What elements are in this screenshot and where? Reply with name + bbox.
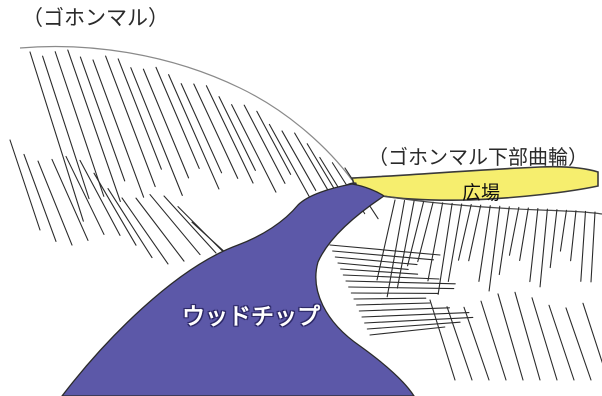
hachure-stroke <box>480 300 507 381</box>
hachure-stroke <box>366 321 461 330</box>
hachure-stroke <box>342 274 440 280</box>
hachure-stroke <box>337 262 409 270</box>
hachure-stroke <box>79 56 126 182</box>
hachure-stroke <box>407 201 425 267</box>
hachure-stroke <box>281 130 317 191</box>
hachure-stroke <box>497 293 524 381</box>
upper-ridge-line <box>19 45 353 181</box>
hachure-stroke <box>340 268 419 275</box>
hachure-stroke <box>447 203 463 282</box>
hachure-stroke <box>155 66 200 169</box>
hachure-stroke <box>570 210 577 262</box>
gohonmaru-label: （ゴホンマル） <box>22 6 169 30</box>
hachure-stroke <box>231 104 277 193</box>
hachure-stroke <box>218 96 256 171</box>
hachure-stroke <box>121 197 169 265</box>
hachure-stroke <box>9 139 41 231</box>
hachure-stroke <box>369 326 446 336</box>
hachure-stroke <box>329 244 441 256</box>
hachure-stroke <box>105 55 156 188</box>
hachure-stroke <box>417 201 434 263</box>
hachure-stroke <box>67 49 121 202</box>
hachure-stroke <box>29 51 84 222</box>
hachure-stroke <box>353 297 427 300</box>
hachure-stroke <box>149 194 201 256</box>
hachure-stroke <box>65 155 105 235</box>
hachure-stroke <box>79 159 121 236</box>
hachure-stroke <box>582 302 602 364</box>
woodchip-area <box>61 183 415 396</box>
hachure-stroke <box>565 307 592 381</box>
hachure-stroke <box>463 306 490 381</box>
hachure-stroke <box>548 304 575 381</box>
plaza-label: 広場 <box>462 182 501 204</box>
hachure-stroke <box>427 202 444 282</box>
hachure-stroke <box>332 250 435 261</box>
hachure-stroke <box>54 51 105 197</box>
hachure-stroke <box>529 208 539 283</box>
hachure-stroke <box>256 110 292 175</box>
hachure-stroke <box>580 210 587 282</box>
lower-embankment-line <box>383 195 602 215</box>
hachure-stroke <box>508 206 520 256</box>
hachure-stroke <box>130 67 183 196</box>
upper-slope-hachures <box>9 49 379 274</box>
hachure-stroke <box>590 211 596 283</box>
hachure-stroke <box>117 58 162 170</box>
hachure-stroke <box>539 208 548 288</box>
hachure-stroke <box>478 205 491 282</box>
hachure-stroke <box>180 83 223 174</box>
woodchip-label: ウッドチップ <box>182 304 320 330</box>
hachure-stroke <box>23 153 57 242</box>
hachure-stroke <box>334 256 418 266</box>
hachure-stroke <box>168 74 220 190</box>
hachure-stroke <box>205 85 254 184</box>
hachure-stroke <box>446 306 473 381</box>
hachure-stroke <box>93 172 137 246</box>
hachure-stroke <box>396 200 415 289</box>
hachure-stroke <box>348 286 455 290</box>
hachure-stroke <box>243 104 286 184</box>
hachure-stroke <box>142 68 190 179</box>
plaza-area <box>350 165 599 201</box>
hachure-stroke <box>361 312 470 318</box>
hachure-stroke <box>51 158 89 241</box>
hachure-stroke <box>92 59 145 198</box>
hachure-stroke <box>193 83 239 179</box>
hachure-stroke <box>488 205 501 292</box>
hachure-stroke <box>559 209 567 252</box>
hachure-stroke <box>356 302 431 306</box>
hachure-stroke <box>457 204 472 261</box>
hachure-stroke <box>531 297 558 381</box>
hachure-stroke <box>429 299 456 381</box>
gohonmaru-lower-label: （ゴホンマル下部曲輪） <box>368 145 588 169</box>
hachure-stroke <box>386 200 406 298</box>
hachure-stroke <box>163 195 217 254</box>
hachure-stroke <box>437 202 453 295</box>
hachure-stroke <box>268 123 314 204</box>
hachure-stroke <box>549 209 558 269</box>
hachure-stroke <box>345 280 456 285</box>
hachure-stroke <box>294 132 328 190</box>
hachure-stroke <box>358 307 450 312</box>
hachure-stroke <box>498 206 510 276</box>
hachure-stroke <box>468 204 482 262</box>
lower-slope-hachures <box>329 199 602 381</box>
hachure-stroke <box>42 55 90 200</box>
hachure-stroke <box>135 197 185 262</box>
hachure-stroke <box>519 207 529 261</box>
hachure-stroke <box>364 316 474 324</box>
hachure-stroke <box>514 291 541 381</box>
hachure-stroke <box>107 188 153 259</box>
hachure-stroke <box>37 160 73 246</box>
